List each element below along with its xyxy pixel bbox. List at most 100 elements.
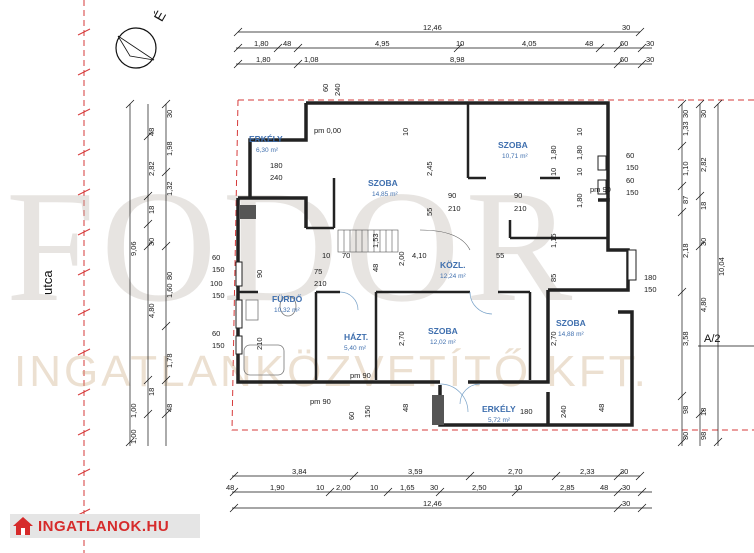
dimension-label: 1,80 xyxy=(575,193,584,208)
door-size-labels: 180 240 90 210 90 210 75 210 90 210 180 … xyxy=(255,161,657,418)
dimension-label: 70 xyxy=(342,251,350,260)
dimension-lines-right xyxy=(677,99,723,447)
dimension-label: 48 xyxy=(597,404,606,412)
dimension-label: 4,05 xyxy=(522,39,537,48)
dimension-label: 75 xyxy=(314,267,322,276)
dimension-label: 180 xyxy=(520,407,533,416)
dimension-label: 1,00 xyxy=(129,429,138,444)
dimension-label: 30 xyxy=(165,110,174,118)
dimension-label: 4,95 xyxy=(375,39,390,48)
dimension-label: 18 xyxy=(699,408,708,416)
dimension-label: 150 xyxy=(212,291,225,300)
dimension-label: 80 xyxy=(165,272,174,280)
property-boundary xyxy=(83,0,754,553)
dimension-label: 1,80 xyxy=(549,145,558,160)
room-name: ERKÉLY xyxy=(482,404,516,414)
dimension-label: 3,84 xyxy=(292,467,307,476)
interior-labels-left: 60 150 100 150 60 150 xyxy=(210,253,225,350)
dimension-label: 98 xyxy=(681,406,690,414)
dimension-lines-left xyxy=(125,99,171,447)
dimension-label: 3,59 xyxy=(408,467,423,476)
dimension-label: 150 xyxy=(212,265,225,274)
dimension-label: 1,00 xyxy=(129,403,138,418)
dimension-label: 2,45 xyxy=(425,161,434,176)
room-area: 5,72 m² xyxy=(488,417,511,424)
windows xyxy=(235,155,637,355)
footer-logo[interactable]: INGATLANOK.HU xyxy=(10,514,200,538)
dimension-label: 30 xyxy=(681,110,690,118)
dimension-label: 30 xyxy=(622,23,630,32)
room-name: SZOBA xyxy=(556,318,586,328)
dimension-label: 1,80 xyxy=(256,55,271,64)
bathroom-fixtures xyxy=(243,295,297,376)
dimension-label: 2,70 xyxy=(508,467,523,476)
room-area: 14,85 m² xyxy=(372,191,398,198)
dimension-label: 1,98 xyxy=(165,141,174,156)
dimension-label: 48 xyxy=(226,483,234,492)
dimension-label: 10 xyxy=(575,128,584,136)
dimension-label: 150 xyxy=(626,188,639,197)
room-area: 6,30 m² xyxy=(256,147,279,154)
dimension-label: 90 xyxy=(448,191,456,200)
dimension-label: 18 xyxy=(147,388,156,396)
level-marker: pm 90 xyxy=(350,371,371,380)
dimension-label: 2,70 xyxy=(397,331,406,346)
room-area: 12,02 m² xyxy=(430,339,456,346)
dimension-label: 4,80 xyxy=(147,303,156,318)
dimension-label: 30 xyxy=(430,483,438,492)
dimension-label: 30 xyxy=(699,238,708,246)
dimension-label: 10 xyxy=(549,168,558,176)
level-marker: pm 90 xyxy=(310,397,331,406)
dimension-label: 180 xyxy=(270,161,283,170)
room-area: 10,71 m² xyxy=(502,153,528,160)
dimension-label: 8,98 xyxy=(450,55,465,64)
boundary-ticks xyxy=(77,28,91,516)
interior-labels-right: 60 150 60 150 xyxy=(626,151,639,197)
dimension-label: 2,00 xyxy=(397,251,406,266)
north-arrow-icon xyxy=(115,27,157,69)
street-label: utca xyxy=(40,270,55,295)
level-marker: pm 90 xyxy=(590,185,611,194)
room-labels: ERKÉLY 6,30 m² SZOBA 10,71 m² SZOBA 14,8… xyxy=(249,134,586,424)
dimension-label: 90 xyxy=(255,270,264,278)
dimension-label: 60 xyxy=(347,412,356,420)
dimension-label: 1,10 xyxy=(681,161,690,176)
house-icon xyxy=(12,516,34,536)
room-name: HÁZT. xyxy=(344,332,368,342)
dimension-label: 2,50 xyxy=(472,483,487,492)
room-area: 5,40 m² xyxy=(344,345,367,352)
dimension-label: 48 xyxy=(600,483,608,492)
dimension-label: 2,82 xyxy=(147,161,156,176)
dimension-label: 150 xyxy=(626,163,639,172)
dimension-label: 18 xyxy=(147,206,156,214)
dimension-label: 10 xyxy=(575,168,584,176)
room-name: FÜRDŐ xyxy=(272,293,303,304)
dimension-label: 18 xyxy=(699,202,708,210)
dimension-label: 60 xyxy=(212,329,220,338)
dimension-label: 10 xyxy=(322,251,330,260)
dimension-label: 10,04 xyxy=(717,257,726,276)
dimension-label: 30 xyxy=(681,432,690,440)
dimension-label: 48 xyxy=(147,128,156,136)
dimension-label: 1,80 xyxy=(254,39,269,48)
dimension-label: 10 xyxy=(316,483,324,492)
door-swings xyxy=(339,291,493,413)
dimension-label: 30 xyxy=(646,39,654,48)
dimension-label: 4,10 xyxy=(412,251,427,260)
dimension-label: 30 xyxy=(646,55,654,64)
dimension-label: 150 xyxy=(363,405,372,418)
dimension-label: 60 xyxy=(620,55,628,64)
dimension-label: 2,85 xyxy=(560,483,575,492)
section-label: A/2 xyxy=(704,333,721,345)
dimension-label: 60 xyxy=(626,176,634,185)
dimension-label: 1,08 xyxy=(304,55,319,64)
room-name: KÖZL. xyxy=(440,260,466,270)
dimension-label: 55 xyxy=(496,251,504,260)
dimension-label: 48 xyxy=(585,39,593,48)
room-name: SZOBA xyxy=(368,178,398,188)
room-name: SZOBA xyxy=(428,326,458,336)
dimension-label: 98 xyxy=(699,432,708,440)
dimension-label: 85 xyxy=(549,274,558,282)
dimension-label: 240 xyxy=(333,83,342,96)
